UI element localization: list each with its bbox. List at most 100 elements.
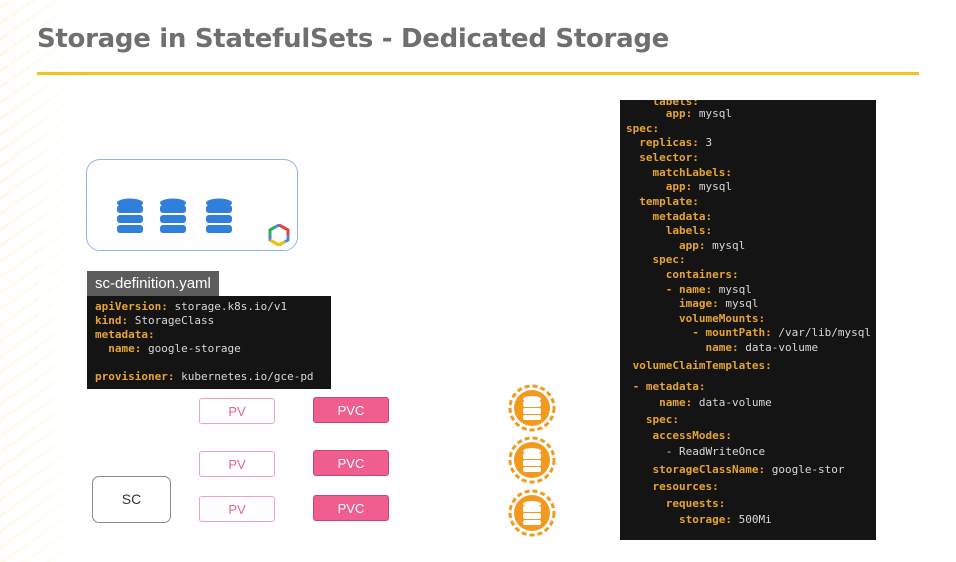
yaml-line: volumeMounts: xyxy=(626,312,765,326)
sc-code-line xyxy=(95,356,323,370)
yaml-line: spec: xyxy=(626,122,659,136)
yaml-line: - metadata: xyxy=(626,380,706,394)
yaml-line: name: data-volume xyxy=(626,396,772,410)
code-key: requests: xyxy=(626,497,726,510)
code-key: name: xyxy=(626,341,739,354)
yaml-line: name: data-volume xyxy=(626,341,818,355)
code-value: StorageClass xyxy=(128,314,215,327)
sc-code-line: metadata: xyxy=(95,328,323,342)
sc-definition-filename: sc-definition.yaml xyxy=(87,271,219,296)
code-value: google-stor xyxy=(765,463,845,476)
code-key: spec: xyxy=(626,413,679,426)
yaml-line: volumeClaimTemplates: xyxy=(626,359,772,373)
code-key: - name: xyxy=(626,283,713,296)
code-key: spec: xyxy=(626,253,686,266)
yaml-line: resources: xyxy=(626,480,719,494)
yaml-line: storageClassName: google-stor xyxy=(626,463,845,477)
slide-title: Storage in StatefulSets - Dedicated Stor… xyxy=(37,24,669,54)
code-key: - mountPath: xyxy=(626,326,772,339)
code-key: resources: xyxy=(626,480,719,493)
yaml-line: template: xyxy=(626,195,699,209)
yaml-line: labels: xyxy=(626,224,712,238)
code-key: app: xyxy=(626,107,693,120)
code-value: 3 xyxy=(698,136,713,149)
code-key: selector: xyxy=(626,151,699,164)
code-key: provisioner: xyxy=(95,370,175,383)
code-key: image: xyxy=(626,297,719,310)
yaml-line: storage: 500Mi xyxy=(626,513,772,527)
yaml-line: selector: xyxy=(626,151,699,165)
yaml-line: replicas: 3 xyxy=(626,136,712,150)
code-key: app: xyxy=(626,239,706,252)
yaml-line: metadata: xyxy=(626,210,712,224)
yaml-line: labels: xyxy=(626,100,699,109)
yaml-line: - name: mysql xyxy=(626,283,752,297)
sc-code-line: kind: StorageClass xyxy=(95,314,323,328)
yaml-line: matchLabels: xyxy=(626,166,732,180)
pvc-box-3: PVC xyxy=(313,495,389,521)
storage-class-box: SC xyxy=(92,476,171,523)
code-key: labels: xyxy=(626,100,699,108)
code-value: data-volume xyxy=(692,396,772,409)
sc-code-line: name: google-storage xyxy=(95,342,323,356)
code-value: mysql xyxy=(692,107,732,120)
code-key: app: xyxy=(626,180,693,193)
code-key: - metadata: xyxy=(626,380,706,393)
yaml-line: accessModes: xyxy=(626,429,731,443)
code-value: 500Mi xyxy=(731,513,772,526)
code-value: mysql xyxy=(712,283,752,296)
pv-box-2: PV xyxy=(199,451,275,477)
code-key: matchLabels: xyxy=(626,166,732,179)
storage-disk-icon xyxy=(508,384,556,437)
sc-code-line: apiVersion: storage.k8s.io/v1 xyxy=(95,300,323,314)
pvc-box-1: PVC xyxy=(313,397,389,423)
code-value: kubernetes.io/gce-pd xyxy=(174,370,314,383)
yaml-line: spec: xyxy=(626,413,679,427)
database-icon xyxy=(116,198,144,239)
yaml-line: app: mysql xyxy=(626,180,732,194)
code-value: mysql xyxy=(705,239,746,252)
code-key: template: xyxy=(626,195,699,208)
code-value: mysql xyxy=(692,180,732,193)
code-key: storageClassName: xyxy=(626,463,766,476)
code-value: google-storage xyxy=(141,342,241,355)
database-icon xyxy=(205,198,233,239)
code-value: data-volume xyxy=(738,341,819,354)
yaml-line: image: mysql xyxy=(626,297,759,311)
code-key: metadata: xyxy=(626,210,713,223)
code-value: storage.k8s.io/v1 xyxy=(167,300,288,313)
storage-disk-icon xyxy=(508,436,556,489)
yaml-line: containers: xyxy=(626,268,739,282)
code-key: metadata: xyxy=(95,328,155,341)
decorative-stripes xyxy=(0,0,90,562)
code-key: kind: xyxy=(95,314,129,327)
code-key: labels: xyxy=(626,224,713,237)
storage-disk-icon xyxy=(508,489,556,542)
code-value: /var/lib/mysql xyxy=(771,326,872,339)
yaml-line: requests: xyxy=(626,497,726,511)
code-key: volumeClaimTemplates: xyxy=(626,359,772,372)
google-cloud-icon xyxy=(268,223,290,251)
yaml-line: - ReadWriteOnce xyxy=(626,445,765,459)
code-key: volumeMounts: xyxy=(626,312,766,325)
code-key: storage: xyxy=(626,513,732,526)
code-key: name: xyxy=(626,396,693,409)
pv-box-1: PV xyxy=(199,398,275,424)
yaml-line: spec: xyxy=(626,253,686,267)
pv-box-3: PV xyxy=(199,496,275,522)
yaml-line: app: mysql xyxy=(626,239,745,253)
code-value: - ReadWriteOnce xyxy=(626,445,766,458)
code-key: replicas: xyxy=(626,136,699,149)
title-underline xyxy=(37,72,919,75)
sc-code-line: provisioner: kubernetes.io/gce-pd xyxy=(95,370,323,384)
code-key: apiVersion: xyxy=(95,300,168,313)
code-value: mysql xyxy=(718,297,759,310)
code-key: spec: xyxy=(626,122,660,135)
yaml-line: app: mysql xyxy=(626,107,732,121)
code-key: containers: xyxy=(626,268,739,281)
database-icon xyxy=(159,198,187,239)
pvc-box-2: PVC xyxy=(313,450,389,476)
code-key: name: xyxy=(95,342,142,355)
